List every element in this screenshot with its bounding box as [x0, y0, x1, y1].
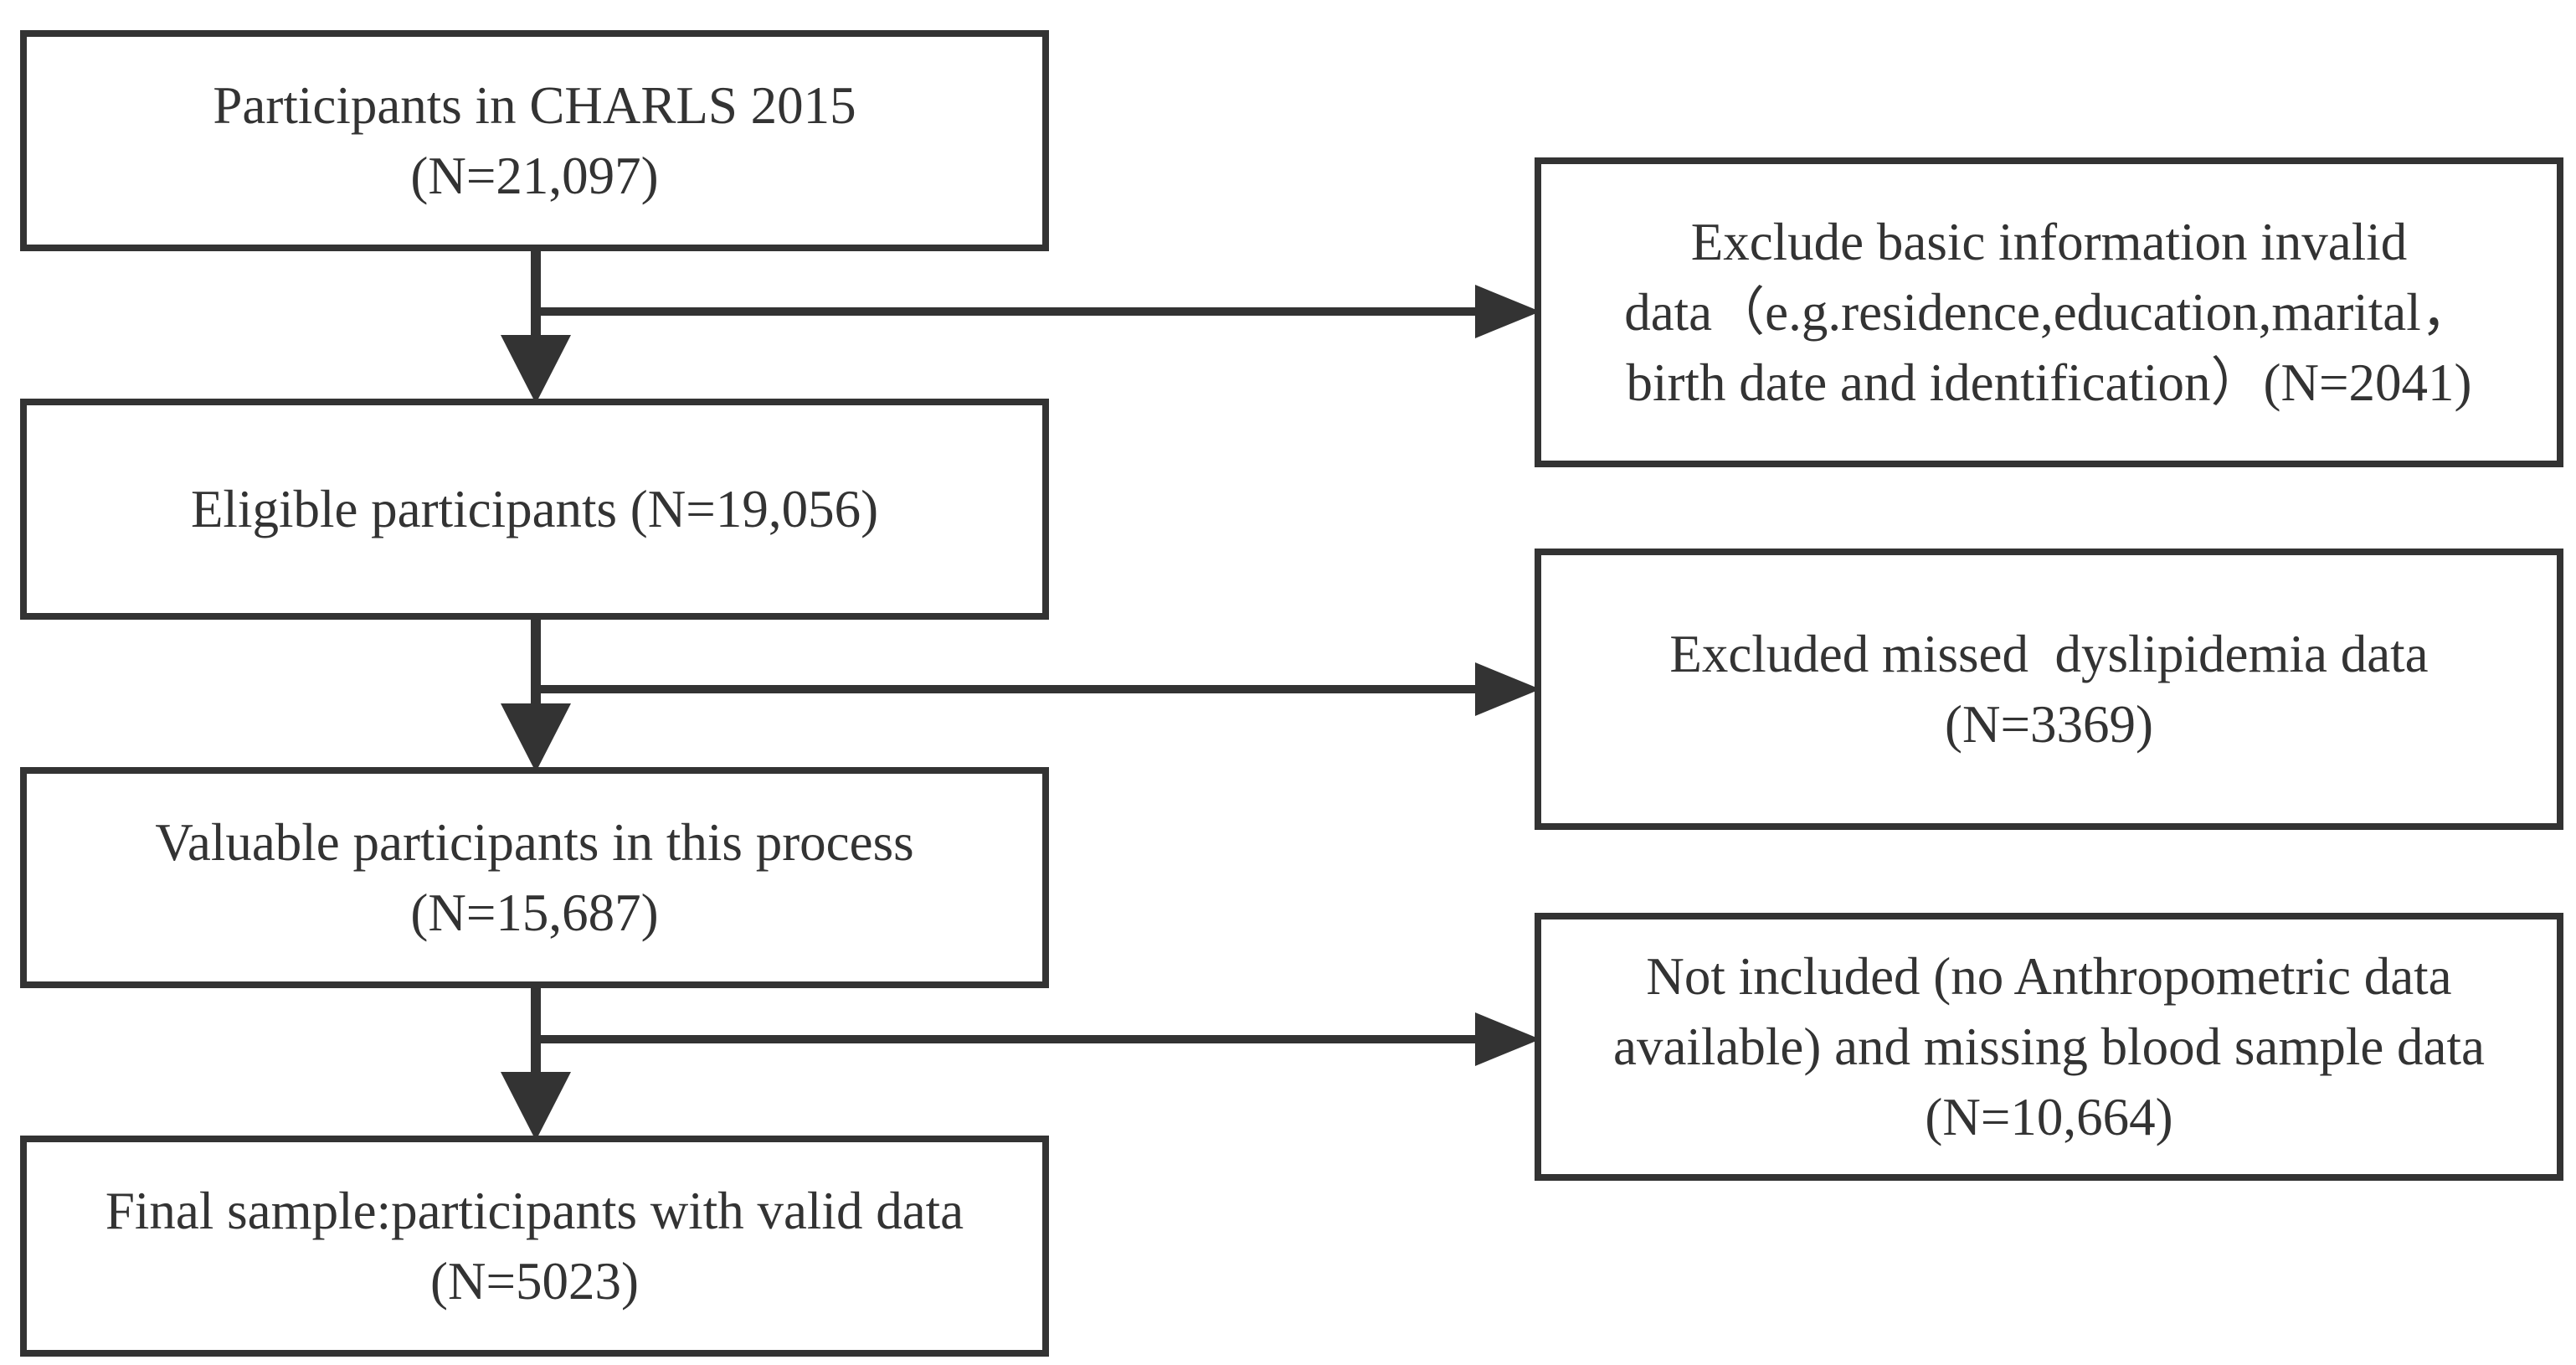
box-valuable-line-1: Valuable participants in this process [155, 813, 914, 872]
branch-arrowhead-1 [1475, 285, 1540, 338]
box-final-line-1: Final sample:participants with valid dat… [105, 1182, 964, 1240]
box-eligible-line-1: Eligible participants (N=19,056) [190, 480, 879, 538]
box-participants-line-1: Participants in CHARLS 2015 [213, 76, 856, 135]
branch-arrowhead-2 [1475, 662, 1540, 716]
down-arrowhead-2 [501, 703, 571, 772]
box-valuable-line-2: (N=15,687) [410, 883, 659, 942]
box-dyslipidemia-line-2: (N=3369) [1945, 695, 2153, 754]
branch-arrowhead-3 [1475, 1012, 1540, 1066]
box-exclude-basic-line-2: data（e.g.residence,education,marital， [1624, 283, 2474, 342]
box-final-line-2: (N=5023) [430, 1252, 639, 1311]
box-final-sample: Final sample:participants with valid dat… [20, 1136, 1049, 1357]
box-anthropometric-line-1: Not included (no Anthropometric data [1646, 947, 2452, 1006]
box-excluded-missed-dyslipidemia: Excluded missed dyslipidemia data (N=336… [1535, 549, 2563, 830]
box-anthropometric-line-3: (N=10,664) [1925, 1088, 2173, 1146]
box-exclude-basic-line-3: birth date and identification）(N=2041) [1626, 353, 2472, 412]
box-anthropometric-line-2: available) and missing blood sample data [1613, 1017, 2485, 1076]
box-dyslipidemia-line-1: Excluded missed dyslipidemia data [1669, 625, 2429, 683]
box-exclude-basic-information: Exclude basic information invalid data（e… [1535, 157, 2563, 467]
box-eligible-participants: Eligible participants (N=19,056) [20, 399, 1049, 620]
box-participants-line-2: (N=21,097) [410, 147, 659, 205]
box-exclude-basic-line-1: Exclude basic information invalid [1690, 213, 2408, 271]
down-arrowhead-1 [501, 335, 571, 404]
down-arrowhead-3 [501, 1072, 571, 1141]
box-participants-charls-2015: Participants in CHARLS 2015 (N=21,097) [20, 30, 1049, 251]
box-valuable-participants: Valuable participants in this process (N… [20, 767, 1049, 988]
box-not-included-anthropometric: Not included (no Anthropometric data ava… [1535, 913, 2563, 1181]
